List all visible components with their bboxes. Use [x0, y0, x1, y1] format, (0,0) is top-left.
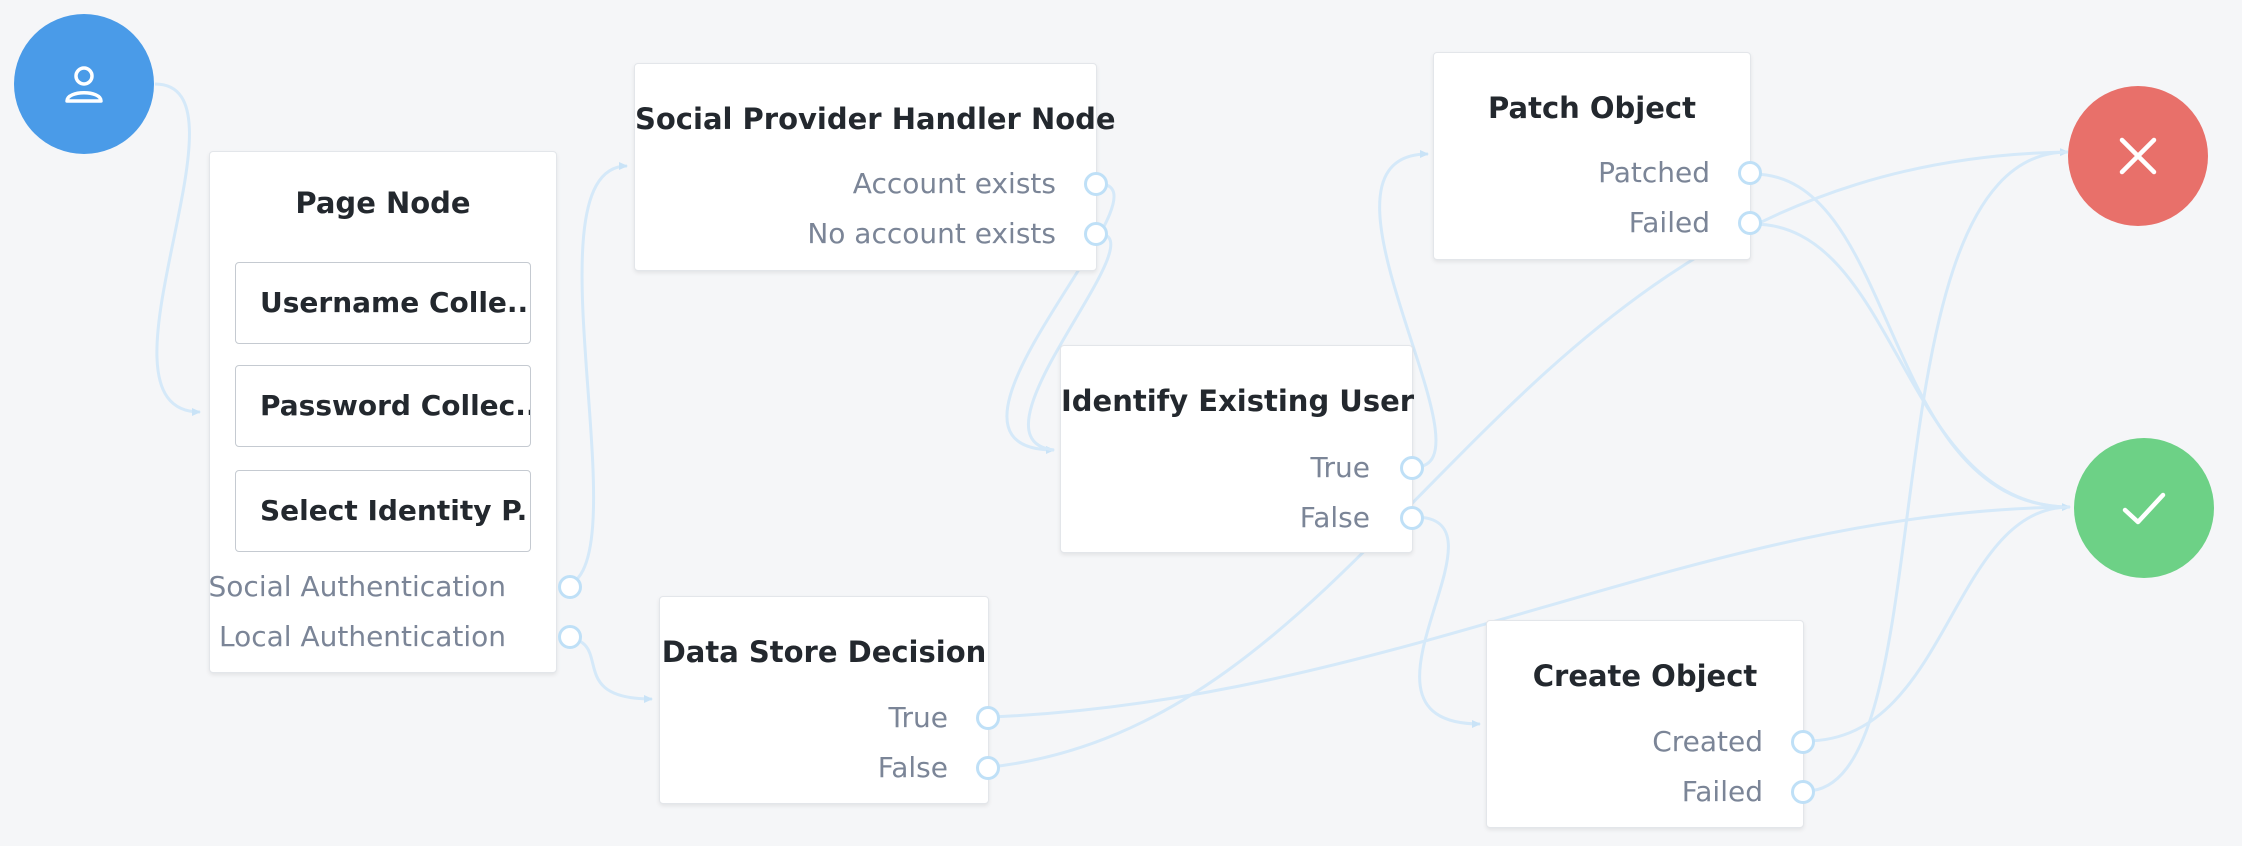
wire-created: [1805, 505, 2071, 743]
port-identify-true[interactable]: [1400, 456, 1424, 480]
failure-node[interactable]: [2068, 86, 2208, 226]
user-icon: [65, 66, 103, 103]
port-patch-failed[interactable]: [1738, 211, 1762, 235]
wire-patched: [1752, 172, 2071, 509]
create-object-node[interactable]: Create Object Created Failed: [1485, 620, 1815, 828]
page-node-title: Page Node: [295, 186, 471, 220]
wire-create-failed: [1805, 150, 2069, 793]
port-data-store-false[interactable]: [976, 756, 1000, 780]
outcome-patched: Patched: [1432, 153, 1762, 193]
outcome-patch-failed: Failed: [1432, 203, 1762, 243]
port-identify-false[interactable]: [1400, 506, 1424, 530]
port-create-failed[interactable]: [1791, 780, 1815, 804]
success-node[interactable]: [2074, 438, 2214, 578]
data-store-decision-node[interactable]: Data Store Decision True False: [658, 596, 1000, 804]
outcome-no-account-exists: No account exists: [633, 214, 1108, 254]
data-store-decision-title: Data Store Decision: [661, 635, 987, 669]
port-local-authentication[interactable]: [558, 625, 582, 649]
start-node[interactable]: [14, 14, 154, 154]
outcome-social-authentication: Social Authentication: [208, 567, 582, 607]
identify-existing-user-node[interactable]: Identify Existing User True False: [1059, 345, 1424, 553]
outcome-data-store-true: True: [658, 698, 1000, 738]
port-no-account-exists[interactable]: [1084, 222, 1108, 246]
outcome-create-failed: Failed: [1485, 772, 1815, 812]
wire-start-page: [154, 82, 201, 416]
wire-social-auth: [558, 162, 628, 589]
outcome-account-exists: Account exists: [633, 164, 1108, 204]
social-provider-title: Social Provider Handler Node: [635, 102, 1116, 136]
select-identity-provider[interactable]: Select Identity P...: [235, 470, 531, 552]
check-icon: [2122, 492, 2166, 525]
social-provider-handler-node[interactable]: Social Provider Handler Node Account exi…: [633, 63, 1116, 271]
page-node[interactable]: Page Node Username Colle... Password Col…: [208, 151, 582, 673]
port-created[interactable]: [1791, 730, 1815, 754]
patch-object-title: Patch Object: [1488, 91, 1696, 125]
outcome-created: Created: [1485, 722, 1815, 762]
patch-object-node[interactable]: Patch Object Patched Failed: [1432, 52, 1762, 260]
outcome-data-store-false: False: [658, 748, 1000, 788]
close-icon: [2119, 137, 2157, 175]
outcome-identify-false: False: [1059, 498, 1424, 538]
username-collector[interactable]: Username Colle...: [235, 262, 531, 344]
outcome-local-authentication: Local Authentication: [208, 617, 582, 657]
password-collector[interactable]: Password Collec...: [235, 365, 531, 447]
wire-patch-failed: [1752, 222, 2071, 509]
port-data-store-true[interactable]: [976, 706, 1000, 730]
port-social-authentication[interactable]: [558, 575, 582, 599]
outcome-identify-true: True: [1059, 448, 1424, 488]
create-object-title: Create Object: [1532, 659, 1758, 693]
port-patched[interactable]: [1738, 161, 1762, 185]
identify-existing-user-title: Identify Existing User: [1061, 384, 1415, 418]
port-account-exists[interactable]: [1084, 172, 1108, 196]
wire-identify-false: [1414, 515, 1481, 728]
